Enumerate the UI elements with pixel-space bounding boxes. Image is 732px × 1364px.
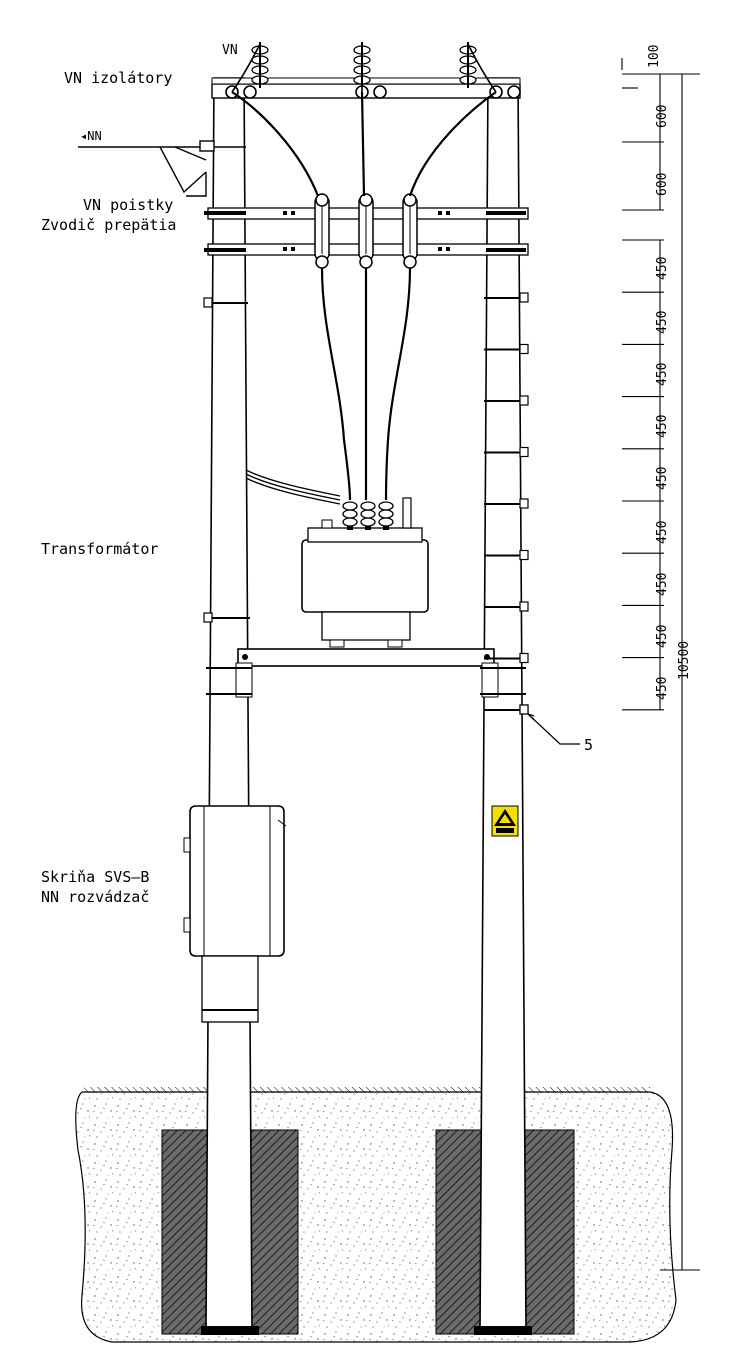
ladder-step (484, 292, 529, 303)
transformer-bushing (378, 501, 394, 530)
ladder-step (484, 601, 529, 612)
label-vn-top: VN (222, 43, 238, 58)
vn-fuses (314, 193, 418, 269)
dim-step: 450 (655, 573, 670, 596)
dim-step: 450 (655, 415, 670, 438)
left-pole-clamps (203, 297, 250, 623)
label-vn-insulators: VN izolátory (64, 69, 172, 87)
vn-insulator (225, 42, 269, 99)
ground (75, 1087, 677, 1343)
transformer-bushing (402, 497, 412, 529)
ladder-step (484, 446, 529, 458)
label-nn-switchboard: NN rozvádzač (41, 888, 149, 906)
transformer-platform (206, 648, 526, 698)
transformer (301, 497, 429, 648)
vn-insulators (225, 42, 521, 99)
label-callout-5: 5 (584, 736, 593, 754)
dim-step: 450 (655, 257, 670, 280)
dim-600-b: 600 (655, 173, 670, 196)
transformer-bushing (321, 519, 333, 529)
transformer-bushings (321, 497, 412, 530)
dim-step: 450 (655, 521, 670, 544)
dim-step: 450 (655, 311, 670, 334)
label-vn-fuses: VN poistky (83, 196, 173, 214)
dim-600-a: 600 (655, 105, 670, 128)
dim-step: 450 (655, 677, 670, 700)
dim-step: 450 (655, 467, 670, 490)
ladder-step (484, 343, 529, 355)
ladder-step (484, 498, 529, 509)
ladder-step (484, 652, 529, 664)
dim-100: 100 (647, 45, 662, 68)
transformer-bushing (342, 501, 358, 530)
dim-step: 450 (655, 363, 670, 386)
transformer-bushing (360, 501, 376, 530)
vn-fuse (358, 193, 374, 269)
label-nn: ◂NN (80, 129, 102, 143)
vn-insulator (459, 42, 521, 99)
warning-sign (491, 805, 519, 837)
callout-5 (527, 713, 580, 745)
svs-b-cabinet (183, 805, 287, 1023)
label-surge-arrester: Zvodič prepätia (41, 216, 176, 234)
dimension-texts: 100 600 600 450 450 450 450 450 450 450 … (647, 45, 692, 700)
dim-total: 10500 (677, 641, 692, 680)
nn-line (78, 140, 246, 197)
dim-step: 450 (655, 625, 670, 648)
labels: VN VN izolátory ◂NN VN poistky Zvodič pr… (41, 43, 593, 906)
ladder-steps (484, 292, 529, 715)
left-pole (201, 77, 259, 1335)
dimension-lines (621, 58, 700, 1271)
vn-fuse (402, 193, 418, 269)
hv-cables (231, 91, 497, 501)
label-cabinet: Skriňa SVS–B (41, 868, 149, 886)
label-transformer: Transformátor (41, 540, 158, 558)
dimension-ticks (622, 239, 664, 711)
lv-cable (245, 469, 341, 505)
vn-fuse (314, 193, 330, 269)
ladder-step (484, 549, 529, 561)
ladder-step (484, 704, 529, 715)
ladder-step (484, 395, 529, 406)
